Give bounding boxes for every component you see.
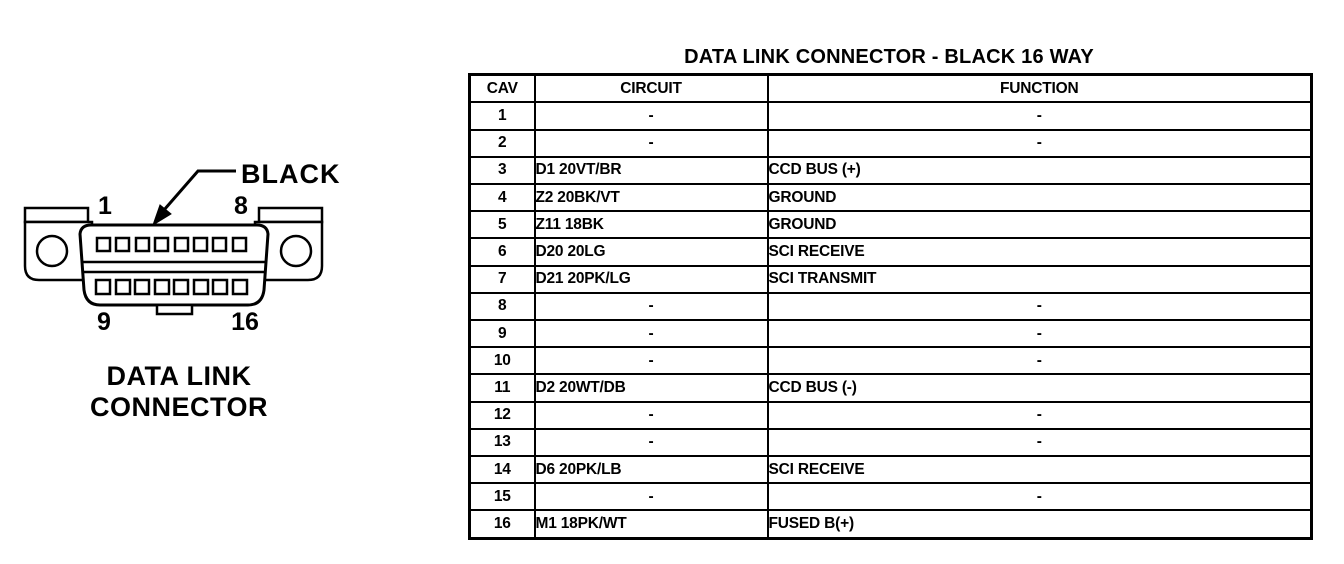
cav-cell: 9 <box>468 319 536 349</box>
table-row: 5 Z11 18BK GROUND <box>468 210 1313 240</box>
cav-cell: 10 <box>468 346 536 376</box>
table-header-row: CAV CIRCUIT FUNCTION <box>468 73 1313 104</box>
pin-label-9: 9 <box>97 308 111 336</box>
cav-cell: 8 <box>468 291 536 322</box>
pinout-table: CAV CIRCUIT FUNCTION 1 - - 2 - - 3 D1 20… <box>468 73 1313 540</box>
black-callout-leader-line <box>162 169 236 211</box>
data-link-connector-drawing: BLACK <box>23 159 341 336</box>
bottom-key-tab <box>155 303 194 316</box>
circuit-cell: - <box>533 427 769 458</box>
table-row: 15 - - <box>468 482 1313 512</box>
function-cell: FUSED B(+) <box>766 509 1313 540</box>
table-row: 2 - - <box>468 128 1313 158</box>
circuit-cell: Z2 20BK/VT <box>533 182 769 213</box>
table-row: 12 - - <box>468 400 1313 430</box>
cav-cell: 16 <box>468 509 536 540</box>
circuit-cell: D1 20VT/BR <box>533 155 769 186</box>
header-circuit: CIRCUIT <box>533 73 769 104</box>
right-mounting-hole <box>279 234 313 268</box>
circuit-cell: - <box>533 346 769 376</box>
circuit-cell: M1 18PK/WT <box>533 509 769 540</box>
pin-label-1: 1 <box>98 192 112 220</box>
header-cav: CAV <box>468 73 536 104</box>
function-cell: GROUND <box>766 210 1313 240</box>
cav-cell: 1 <box>468 101 536 131</box>
function-cell: - <box>766 346 1313 376</box>
circuit-cell: - <box>533 128 769 158</box>
cav-cell: 2 <box>468 128 536 158</box>
cav-cell: 4 <box>468 182 536 213</box>
cav-cell: 15 <box>468 482 536 512</box>
table-row: 7 D21 20PK/LG SCI TRANSMIT <box>468 264 1313 294</box>
circuit-cell: D20 20LG <box>533 237 769 267</box>
function-cell: - <box>766 291 1313 322</box>
function-cell: GROUND <box>766 182 1313 213</box>
function-cell: - <box>766 400 1313 430</box>
circuit-cell: D21 20PK/LG <box>533 264 769 294</box>
function-cell: - <box>766 319 1313 349</box>
function-cell: SCI TRANSMIT <box>766 264 1313 294</box>
circuit-cell: - <box>533 319 769 349</box>
pin-label-8: 8 <box>234 192 248 220</box>
table-row: 14 D6 20PK/LB SCI RECEIVE <box>468 455 1313 485</box>
function-cell: - <box>766 427 1313 458</box>
cav-cell: 14 <box>468 455 536 485</box>
circuit-cell: D6 20PK/LB <box>533 455 769 485</box>
black-callout-arrowhead-icon <box>152 204 172 227</box>
pin-row-top <box>95 236 248 253</box>
diagram-caption-line1: DATA LINK <box>106 361 252 391</box>
cav-cell: 11 <box>468 373 536 403</box>
function-cell: - <box>766 482 1313 512</box>
table-row: 10 - - <box>468 346 1313 376</box>
table-row: 1 - - <box>468 101 1313 131</box>
left-mounting-hole <box>35 234 69 268</box>
left-mounting-ear <box>23 206 94 282</box>
table-row: 11 D2 20WT/DB CCD BUS (-) <box>468 373 1313 403</box>
function-cell: - <box>766 128 1313 158</box>
circuit-cell: - <box>533 400 769 430</box>
function-cell: CCD BUS (+) <box>766 155 1313 186</box>
cav-cell: 5 <box>468 210 536 240</box>
cav-cell: 13 <box>468 427 536 458</box>
diagram-caption-line2: CONNECTOR <box>89 392 268 422</box>
diagram-caption: DATA LINK CONNECTOR <box>54 361 304 423</box>
table-row: 4 Z2 20BK/VT GROUND <box>468 182 1313 213</box>
table-row: 3 D1 20VT/BR CCD BUS (+) <box>468 155 1313 186</box>
pin-row-bottom <box>94 278 249 296</box>
cav-cell: 7 <box>468 264 536 294</box>
circuit-cell: - <box>533 101 769 131</box>
cav-cell: 3 <box>468 155 536 186</box>
function-cell: CCD BUS (-) <box>766 373 1313 403</box>
function-cell: SCI RECEIVE <box>766 237 1313 267</box>
pin-label-16: 16 <box>231 308 259 336</box>
table-row: 16 M1 18PK/WT FUSED B(+) <box>468 509 1313 540</box>
circuit-cell: - <box>533 291 769 322</box>
right-mounting-ear <box>253 206 324 282</box>
circuit-cell: D2 20WT/DB <box>533 373 769 403</box>
table-row: 6 D20 20LG SCI RECEIVE <box>468 237 1313 267</box>
header-function: FUNCTION <box>766 73 1313 104</box>
circuit-cell: Z11 18BK <box>533 210 769 240</box>
circuit-cell: - <box>533 482 769 512</box>
function-cell: - <box>766 101 1313 131</box>
function-cell: SCI RECEIVE <box>766 455 1313 485</box>
cav-cell: 12 <box>468 400 536 430</box>
table-row: 9 - - <box>468 319 1313 349</box>
cav-cell: 6 <box>468 237 536 267</box>
connector-color-label: BLACK <box>241 159 341 189</box>
table-row: 8 - - <box>468 291 1313 322</box>
table-row: 13 - - <box>468 427 1313 458</box>
table-title: DATA LINK CONNECTOR - BLACK 16 WAY <box>684 46 1094 68</box>
